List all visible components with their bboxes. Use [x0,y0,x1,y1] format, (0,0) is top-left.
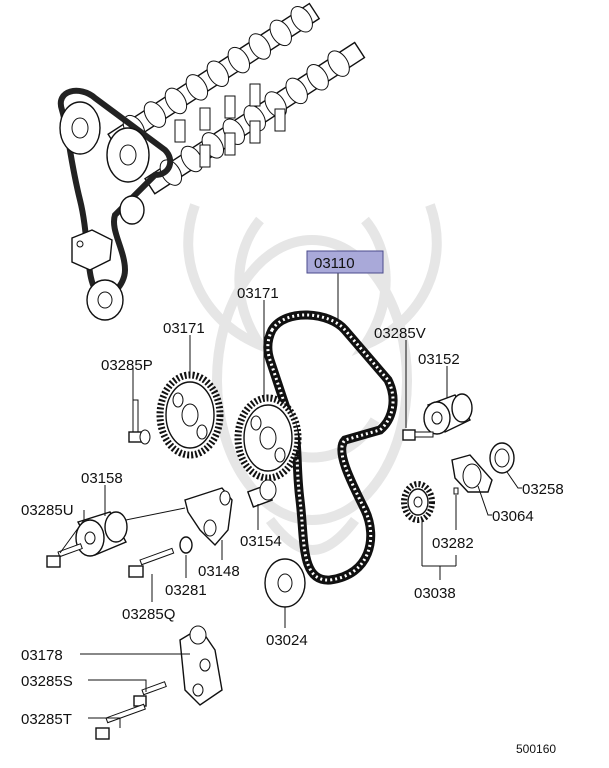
bolt-03285T [95,703,146,740]
spacer-03154 [246,479,277,508]
label-03158[interactable]: 03158 [81,470,123,487]
camshaft-assembly [57,2,366,321]
bolt-03285V [402,429,434,441]
upper-cam-pulley-right [106,127,150,183]
camshaft-sprocket-left [156,371,224,459]
figure-number: 500160 [516,742,556,756]
label-03038[interactable]: 03038 [414,585,456,602]
label-03281[interactable]: 03281 [165,582,207,599]
label-03285S[interactable]: 03285S [21,673,73,690]
bolt-03285S [133,681,167,707]
label-03285P[interactable]: 03285P [101,357,153,374]
bolt-03285Q [128,547,175,578]
woodruff-key-03282 [453,487,459,495]
washer-03281 [179,536,193,554]
label-03148[interactable]: 03148 [198,563,240,580]
tensioner-pulley-03158 [75,511,128,557]
bolt-03285P [128,399,151,445]
washer-03258 [489,442,515,474]
label-03110[interactable]: 03110 [314,255,355,272]
label-03171-left[interactable]: 03171 [163,320,205,337]
flange-03024 [264,558,306,608]
label-03285Q[interactable]: 03285Q [122,606,175,623]
bolt-03285U [46,543,83,568]
bracket-03178 [179,625,223,706]
label-03285V[interactable]: 03285V [374,325,426,342]
leader-lines [59,272,522,728]
label-03282[interactable]: 03282 [432,535,474,552]
label-03154[interactable]: 03154 [240,533,282,550]
tensioner-arm-03148 [125,487,233,547]
label-03152[interactable]: 03152 [418,351,460,368]
part-labels: 03110 03171 03171 03285V 03152 03285P 03… [21,250,564,756]
label-03024[interactable]: 03024 [266,632,308,649]
label-03171-top[interactable]: 03171 [237,285,279,302]
idler-pulley-03152 [423,393,473,435]
upper-cam-pulley-left [59,101,101,155]
sensor-plate-03064 [451,454,493,493]
label-03258[interactable]: 03258 [522,481,564,498]
label-03285U[interactable]: 03285U [21,502,74,519]
highlighted-part-box [306,250,384,274]
crankshaft-sprocket-03038 [401,481,435,523]
label-03064[interactable]: 03064 [492,508,534,525]
label-03178[interactable]: 03178 [21,647,63,664]
camshaft-sprocket-right [234,394,302,482]
label-03285T[interactable]: 03285T [21,711,72,728]
